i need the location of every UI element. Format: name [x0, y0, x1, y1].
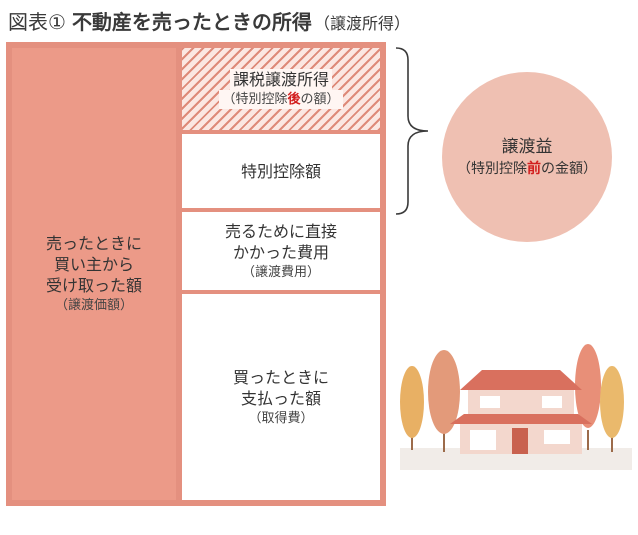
figure-label: 図表① — [8, 10, 66, 34]
curly-brace-icon — [395, 47, 429, 215]
special-deduction-label: 特別控除額 — [240, 161, 321, 181]
taxable-note-close: の額） — [300, 92, 340, 107]
taxable-note-open: （特別控除 — [222, 92, 288, 107]
taxable-note-highlight: 後 — [287, 92, 301, 107]
income-breakdown-diagram: 売ったときに 買い主から 受け取った額 （譲渡価額） 課税譲渡所得 （特別控除後… — [6, 42, 386, 506]
capital-gain-note: （特別控除前の金額） — [457, 159, 597, 179]
sale-price-line-3: 受け取った額 — [45, 276, 142, 295]
circle-note-close: の金額） — [541, 161, 597, 177]
taxable-income-note: （特別控除後の額） — [219, 90, 343, 109]
sale-cost-note: （譲渡費用） — [241, 264, 320, 280]
sale-cost-line-1: 売るために直接 — [224, 221, 337, 241]
title-sub: （譲渡所得） — [313, 14, 410, 33]
special-deduction-block: 特別控除額 — [182, 134, 380, 208]
acquisition-line-2: 支払った額 — [240, 388, 321, 408]
title-main: 不動産を売ったときの所得 — [71, 10, 312, 34]
capital-gain-title: 譲渡益 — [501, 137, 553, 157]
taxable-transfer-income-block: 課税譲渡所得 （特別控除後の額） — [182, 48, 380, 130]
capital-gain-circle: 譲渡益 （特別控除前の金額） — [442, 72, 612, 242]
sale-cost-block: 売るために直接 かかった費用 （譲渡費用） — [182, 212, 380, 290]
house-with-trees-icon — [400, 344, 632, 470]
acquisition-line-1: 買ったときに — [232, 367, 329, 387]
sale-price-line-2: 買い主から — [53, 255, 134, 274]
sale-price-block: 売ったときに 買い主から 受け取った額 （譲渡価額） — [12, 48, 176, 500]
acquisition-note: （取得費） — [248, 410, 314, 426]
taxable-income-label: 課税譲渡所得 — [229, 69, 332, 90]
sale-cost-line-2: かかった費用 — [232, 242, 329, 262]
circle-note-highlight: 前 — [527, 161, 541, 177]
circle-note-open: （特別控除 — [457, 161, 527, 177]
sale-price-line-1: 売ったときに — [45, 234, 142, 253]
sale-price-note: （譲渡価額） — [54, 298, 133, 313]
acquisition-cost-block: 買ったときに 支払った額 （取得費） — [182, 294, 380, 500]
